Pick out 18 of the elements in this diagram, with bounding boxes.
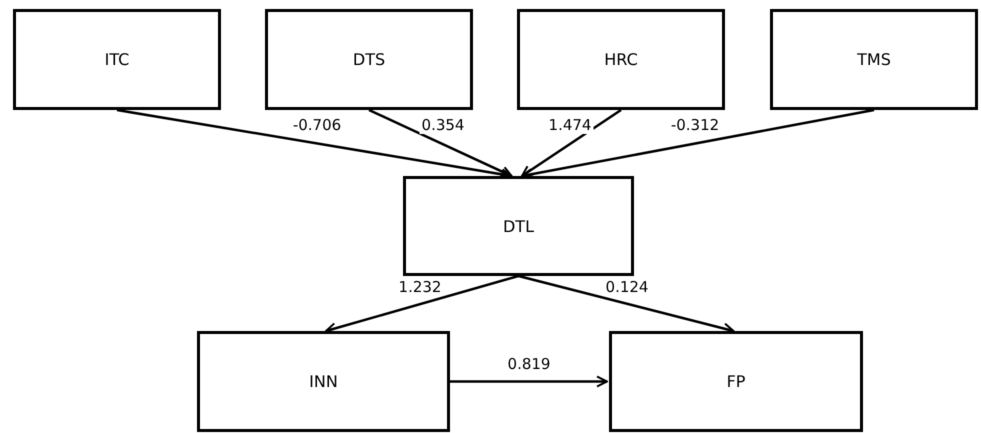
arrow xyxy=(450,376,608,388)
node-label: DTL xyxy=(502,216,534,236)
edge-label: 0.354 xyxy=(420,116,466,134)
process-box xyxy=(403,176,634,276)
arrow xyxy=(368,108,513,178)
process-box xyxy=(265,9,473,110)
node-label: DTS xyxy=(352,50,386,69)
node-label: HRC xyxy=(604,50,638,69)
node-label: ITC xyxy=(104,50,130,69)
process-box xyxy=(609,331,863,432)
process-box xyxy=(770,9,978,110)
node-label: INN xyxy=(309,372,338,391)
arrow xyxy=(520,108,622,178)
node-label: TMS xyxy=(857,50,891,69)
process-box xyxy=(197,331,450,432)
process-box xyxy=(517,9,725,110)
node-label: FP xyxy=(726,372,746,391)
process-box xyxy=(13,9,221,110)
